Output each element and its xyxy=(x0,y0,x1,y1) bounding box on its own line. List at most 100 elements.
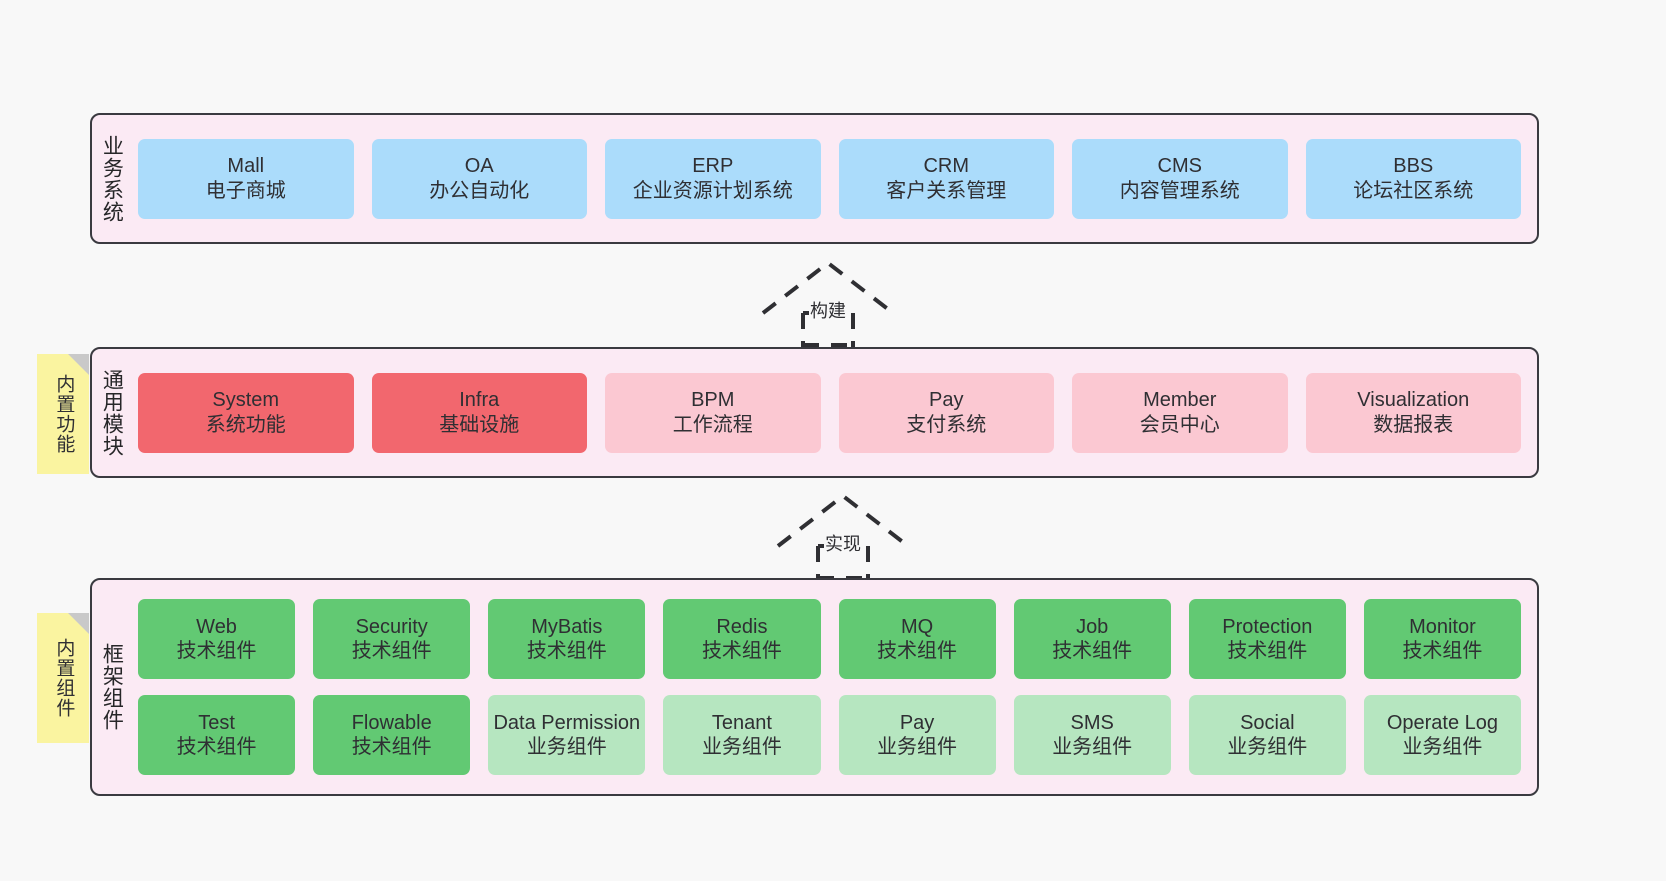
node-security-name: Security xyxy=(355,615,428,638)
layer-framework-components: 框架组件 Web 技术组件 Security 技术组件 MyBatis 技术组件… xyxy=(90,578,1539,796)
node-mybatis-sub: 技术组件 xyxy=(526,640,607,662)
node-mybatis-name: MyBatis xyxy=(531,615,603,638)
layer-framework-components-row-business: Test 技术组件 Flowable 技术组件 Data Permission … xyxy=(138,695,1521,775)
node-web-sub: 技术组件 xyxy=(176,640,257,662)
node-monitor[interactable]: Monitor 技术组件 xyxy=(1363,599,1521,679)
node-infra[interactable]: Infra 基础设施 xyxy=(371,372,587,453)
node-protection-name: Protection xyxy=(1222,615,1313,638)
node-test[interactable]: Test 技术组件 xyxy=(138,695,296,775)
node-pay-component-sub: 业务组件 xyxy=(877,736,958,758)
node-system-name: System xyxy=(212,389,280,412)
layer-business-system-body: Mall 电子商城 OA 办公自动化 ERP 企业资源计划系统 CRM 客户关系… xyxy=(130,115,1537,242)
node-erp-name: ERP xyxy=(692,155,734,178)
layer-framework-components-body: Web 技术组件 Security 技术组件 MyBatis 技术组件 Redi… xyxy=(130,580,1537,794)
node-mall-sub: 电子商城 xyxy=(205,179,286,202)
node-pay-component-name: Pay xyxy=(899,711,935,734)
node-bbs[interactable]: BBS 论坛社区系统 xyxy=(1305,138,1521,219)
layer-business-system-title: 业务系统 xyxy=(100,134,124,223)
node-infra-sub: 基础设施 xyxy=(439,413,520,436)
node-infra-name: Infra xyxy=(459,389,500,412)
node-crm-sub: 客户关系管理 xyxy=(886,179,1007,202)
node-redis-name: Redis xyxy=(716,615,768,638)
node-redis-sub: 技术组件 xyxy=(701,640,782,662)
node-flowable-name: Flowable xyxy=(351,711,432,734)
node-bpm-sub: 工作流程 xyxy=(672,413,753,436)
connector-implement: 实现 xyxy=(768,488,918,580)
node-protection[interactable]: Protection 技术组件 xyxy=(1188,599,1346,679)
node-operate-log-name: Operate Log xyxy=(1386,711,1499,734)
node-bpm[interactable]: BPM 工作流程 xyxy=(605,372,821,453)
node-job-sub: 技术组件 xyxy=(1052,640,1133,662)
node-social-sub: 业务组件 xyxy=(1227,736,1308,758)
layer-business-system: 业务系统 Mall 电子商城 OA 办公自动化 ERP 企业资源计划系统 CRM… xyxy=(90,113,1539,244)
node-visualization-sub: 数据报表 xyxy=(1373,413,1454,436)
node-pay-module[interactable]: Pay 支付系统 xyxy=(838,372,1054,453)
node-data-permission[interactable]: Data Permission 业务组件 xyxy=(488,695,646,775)
node-cms[interactable]: CMS 内容管理系统 xyxy=(1072,138,1288,219)
node-mall[interactable]: Mall 电子商城 xyxy=(138,138,354,219)
layer-common-modules: 通用模块 System 系统功能 Infra 基础设施 BPM 工作流程 Pay… xyxy=(90,347,1539,478)
node-social[interactable]: Social 业务组件 xyxy=(1188,695,1346,775)
node-mybatis[interactable]: MyBatis 技术组件 xyxy=(488,599,646,679)
node-erp[interactable]: ERP 企业资源计划系统 xyxy=(605,138,821,219)
node-cms-name: CMS xyxy=(1157,155,1202,178)
node-tenant-name: Tenant xyxy=(711,711,772,734)
node-system[interactable]: System 系统功能 xyxy=(138,372,354,453)
node-data-permission-sub: 业务组件 xyxy=(526,736,607,758)
node-job[interactable]: Job 技术组件 xyxy=(1013,599,1171,679)
node-web-name: Web xyxy=(196,615,237,638)
layer-business-system-row: Mall 电子商城 OA 办公自动化 ERP 企业资源计划系统 CRM 客户关系… xyxy=(138,138,1521,219)
node-oa[interactable]: OA 办公自动化 xyxy=(371,138,587,219)
node-member-name: Member xyxy=(1143,389,1217,412)
node-flowable[interactable]: Flowable 技术组件 xyxy=(313,695,471,775)
note-builtin-features: 内置功能 xyxy=(37,354,89,474)
node-sms[interactable]: SMS 业务组件 xyxy=(1013,695,1171,775)
node-crm-name: CRM xyxy=(923,155,970,178)
node-mq-name: MQ xyxy=(900,615,934,638)
node-sms-sub: 业务组件 xyxy=(1052,736,1133,758)
node-member-sub: 会员中心 xyxy=(1139,413,1220,436)
node-erp-sub: 企业资源计划系统 xyxy=(632,179,793,202)
node-test-name: Test xyxy=(198,711,235,734)
layer-common-modules-title: 通用模块 xyxy=(100,368,124,457)
node-bbs-sub: 论坛社区系统 xyxy=(1353,179,1474,202)
connector-build-label: 构建 xyxy=(809,297,847,323)
node-pay-component[interactable]: Pay 业务组件 xyxy=(838,695,996,775)
node-bpm-name: BPM xyxy=(691,389,735,412)
node-redis[interactable]: Redis 技术组件 xyxy=(663,599,821,679)
layer-framework-components-row-tech: Web 技术组件 Security 技术组件 MyBatis 技术组件 Redi… xyxy=(138,599,1521,679)
node-member[interactable]: Member 会员中心 xyxy=(1072,372,1288,453)
node-crm[interactable]: CRM 客户关系管理 xyxy=(838,138,1054,219)
node-tenant-sub: 业务组件 xyxy=(701,736,782,758)
connector-implement-label: 实现 xyxy=(824,530,862,556)
layer-framework-components-title: 框架组件 xyxy=(100,643,124,731)
note-builtin-features-label: 内置功能 xyxy=(53,374,75,454)
node-sms-name: SMS xyxy=(1070,711,1114,734)
node-visualization-name: Visualization xyxy=(1357,389,1470,412)
node-security[interactable]: Security 技术组件 xyxy=(313,599,471,679)
node-flowable-sub: 技术组件 xyxy=(351,736,432,758)
note-builtin-components-label: 内置组件 xyxy=(53,638,75,718)
node-mq-sub: 技术组件 xyxy=(877,640,958,662)
node-job-name: Job xyxy=(1076,615,1109,638)
node-oa-sub: 办公自动化 xyxy=(429,179,530,202)
layer-common-modules-body: System 系统功能 Infra 基础设施 BPM 工作流程 Pay 支付系统… xyxy=(130,349,1537,476)
node-monitor-name: Monitor xyxy=(1409,615,1476,638)
node-operate-log-sub: 业务组件 xyxy=(1402,736,1483,758)
node-operate-log[interactable]: Operate Log 业务组件 xyxy=(1363,695,1521,775)
node-pay-module-sub: 支付系统 xyxy=(906,413,987,436)
node-oa-name: OA xyxy=(464,155,494,178)
node-system-sub: 系统功能 xyxy=(205,413,286,436)
node-cms-sub: 内容管理系统 xyxy=(1119,179,1240,202)
connector-build: 构建 xyxy=(753,255,903,347)
node-web[interactable]: Web 技术组件 xyxy=(138,599,296,679)
node-data-permission-name: Data Permission xyxy=(493,711,641,734)
node-security-sub: 技术组件 xyxy=(351,640,432,662)
node-mall-name: Mall xyxy=(227,155,265,178)
node-mq[interactable]: MQ 技术组件 xyxy=(838,599,996,679)
node-visualization[interactable]: Visualization 数据报表 xyxy=(1305,372,1521,453)
node-social-name: Social xyxy=(1240,711,1295,734)
node-tenant[interactable]: Tenant 业务组件 xyxy=(663,695,821,775)
layer-common-modules-row: System 系统功能 Infra 基础设施 BPM 工作流程 Pay 支付系统… xyxy=(138,372,1521,453)
